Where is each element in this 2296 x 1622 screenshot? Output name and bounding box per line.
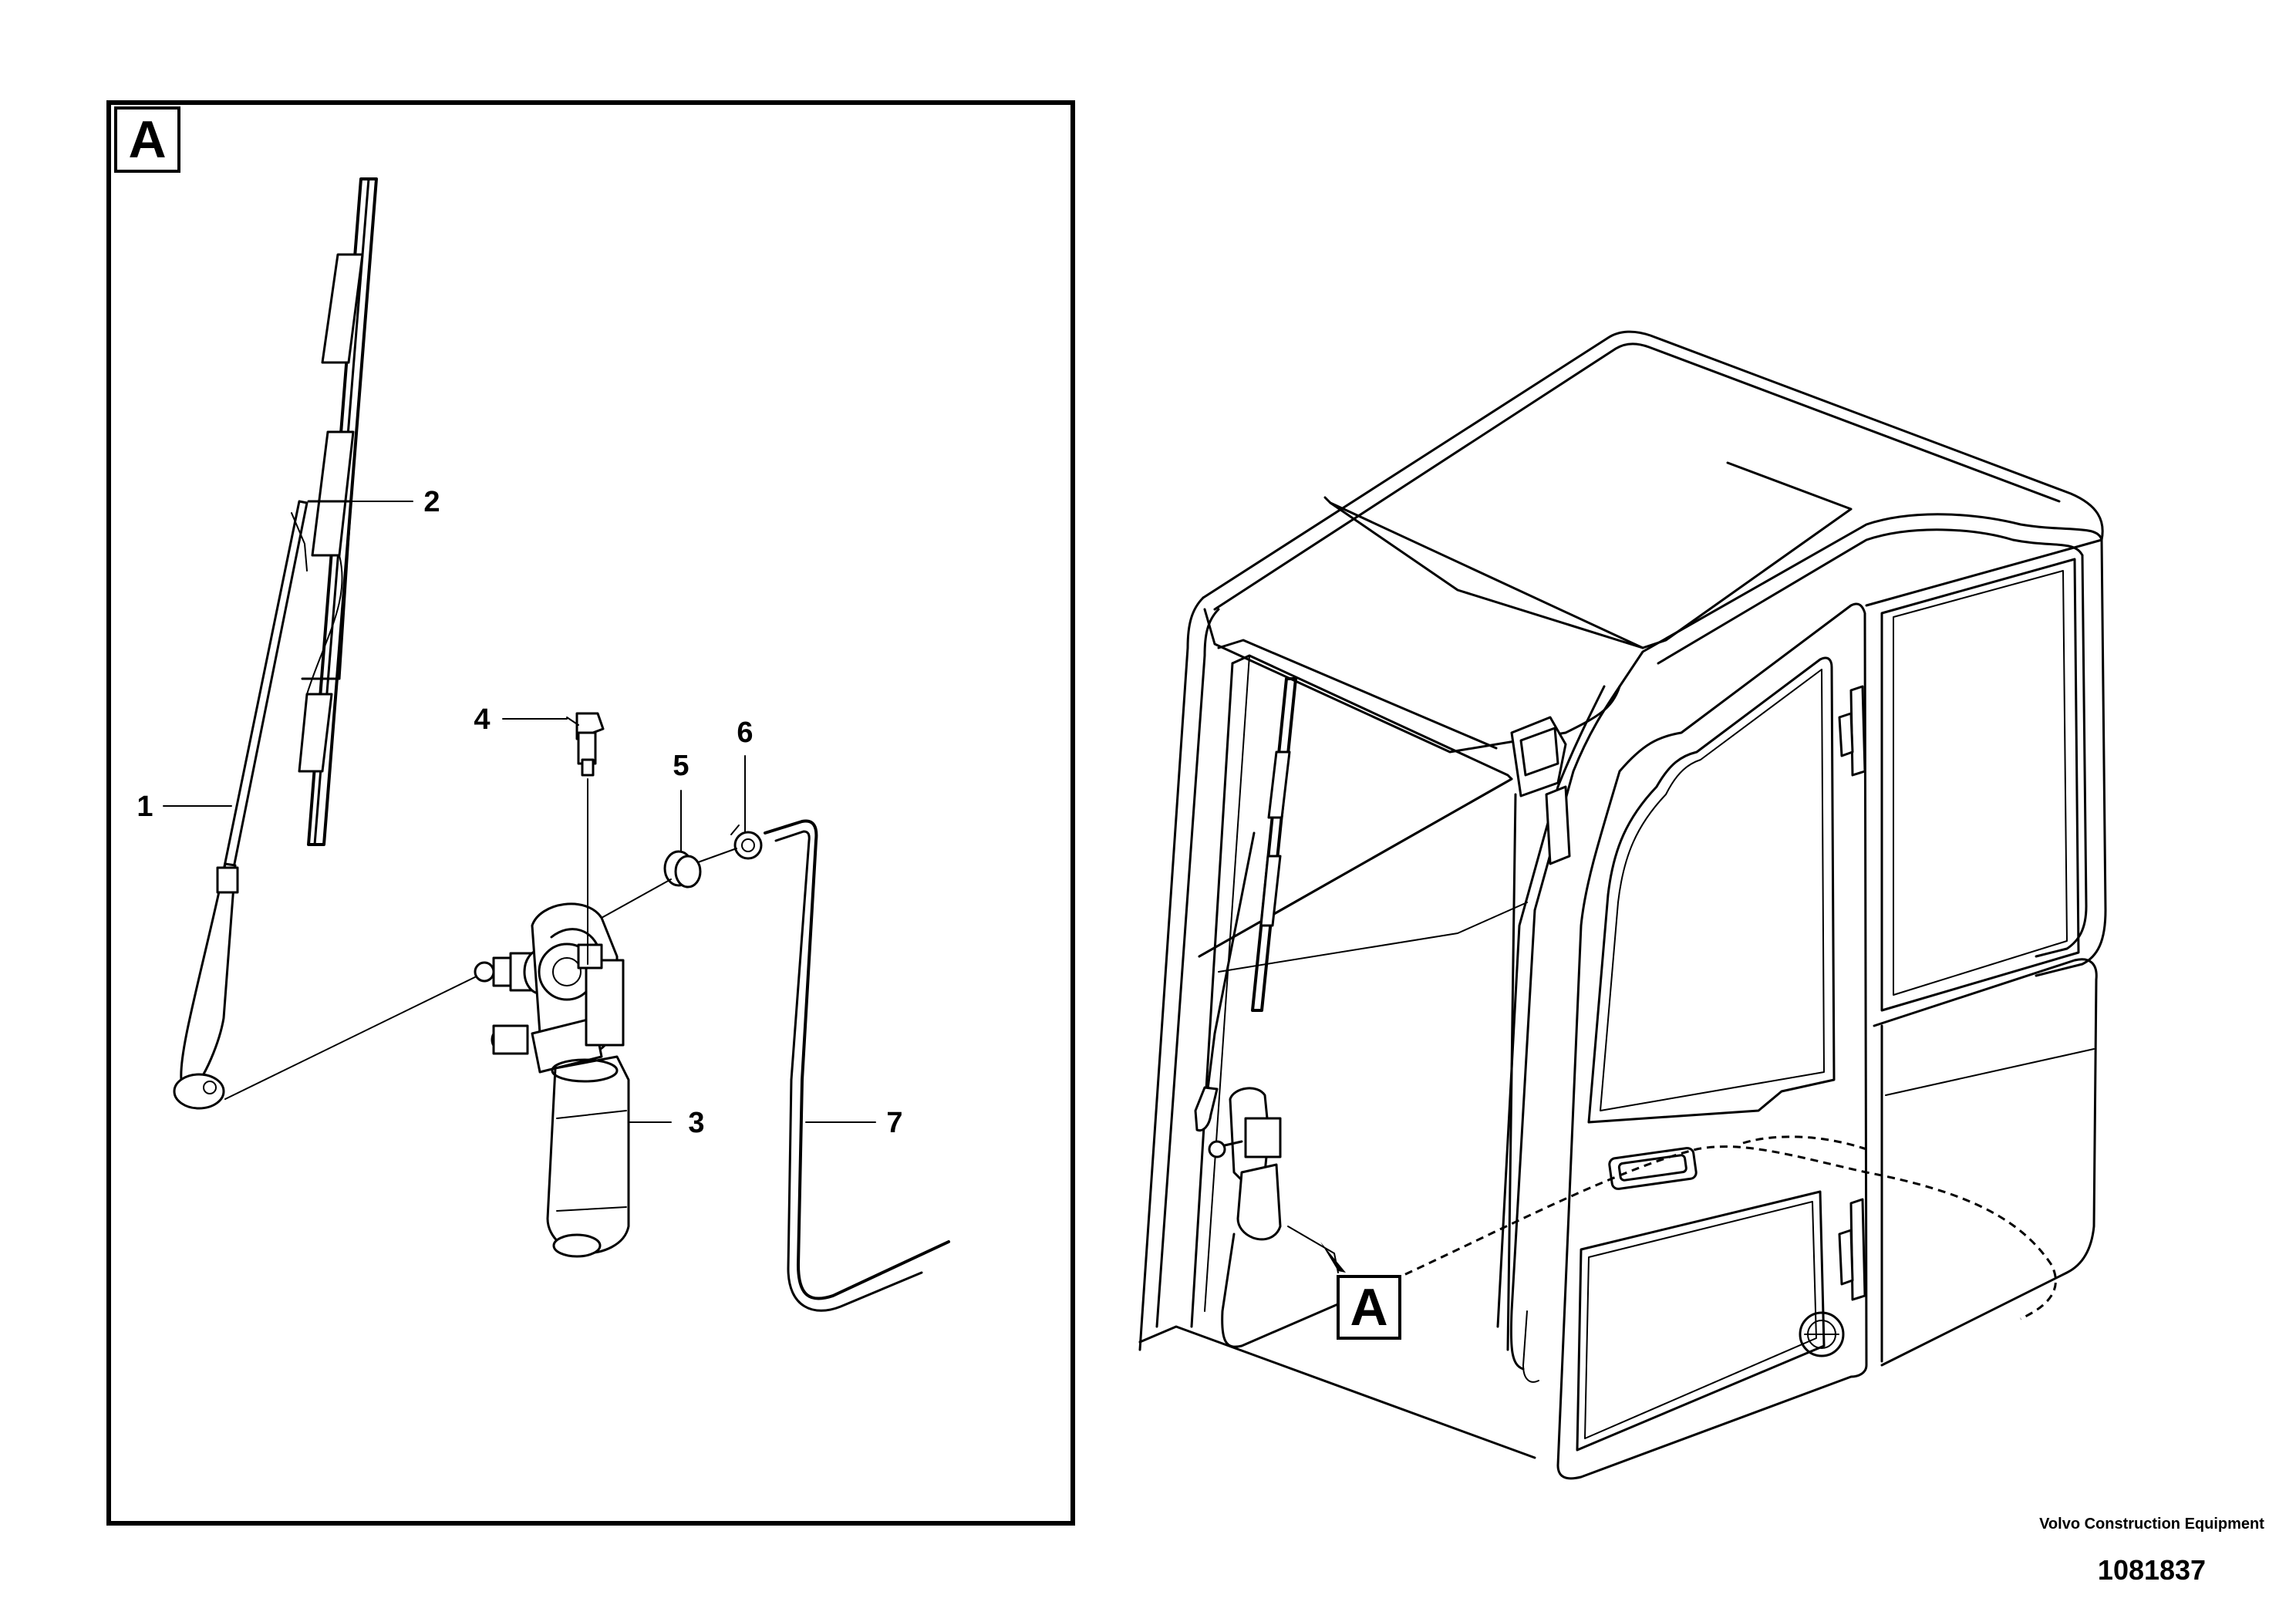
washer-hose [764,819,950,1312]
svg-text:7: 7 [886,1107,902,1139]
svg-text:4: 4 [474,703,490,736]
wiper-motor [474,902,630,1258]
cab-hose-routing-dashed-2 [1742,1135,1867,1151]
cab-hose-routing-dashed [1357,1145,2057,1320]
callout-6: 6 [737,717,754,832]
svg-text:5: 5 [673,750,689,782]
callout-3: 3 [628,1107,705,1139]
detail-view-frame: A [106,100,1075,1526]
drawing-number: 1081837 [2097,1554,2207,1586]
detail-view-label: A [128,110,166,169]
svg-text:3: 3 [688,1107,704,1139]
assembly-line-arm [224,971,487,1100]
callout-1: 1 [137,791,232,823]
callout-4: 4 [474,703,568,736]
cab-wiper-motor [1208,1087,1282,1241]
cab-washer-hose [1221,1233,1359,1348]
cab-overview [1138,330,2107,1480]
svg-text:2: 2 [423,486,440,518]
callout-2: 2 [345,486,440,518]
wiper-blade [298,177,378,846]
cab-detail-label: A [1350,1278,1387,1337]
svg-text:1: 1 [137,791,153,823]
grommet [601,850,702,919]
washer-nozzle [566,712,605,965]
cab-detail-label-box [1337,1275,1401,1340]
callout-5: 5 [673,750,689,852]
svg-text:6: 6 [737,717,753,749]
cab-detail-reference: A [1287,1226,1401,1340]
cab-wiper [1194,677,1297,1132]
wiper-arm [173,500,308,1110]
detail-view-label-box [114,106,180,173]
hose-clip [697,824,763,863]
callout-7: 7 [805,1107,903,1139]
publisher-name: Volvo Construction Equipment [2039,1516,2264,1533]
